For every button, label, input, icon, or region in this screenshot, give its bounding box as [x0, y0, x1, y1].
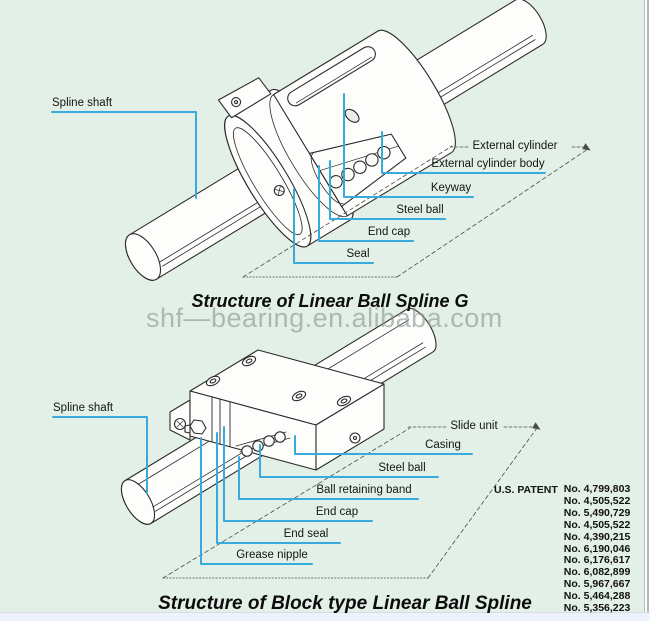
grease-nipple-shape — [184, 419, 207, 435]
wing-screw — [173, 417, 187, 431]
patent-number: No. 4,505,522 — [563, 494, 631, 507]
label-ball-retaining-band: Ball retaining band — [316, 484, 412, 496]
label-casing: Casing — [425, 439, 461, 451]
label-seal: Seal — [346, 248, 370, 260]
patent-number: No. 6,190,046 — [563, 542, 631, 555]
top-screw-holes — [205, 355, 352, 407]
leader-end-cap-top — [318, 165, 414, 242]
leader-steel-ball-bottom — [259, 444, 439, 478]
figure-title-spline-g: Structure of Linear Ball Spline G — [191, 291, 469, 311]
spline-g-figure — [124, 0, 547, 281]
label-grease-nipple: Grease nipple — [236, 549, 308, 561]
keyway-slot — [287, 46, 376, 107]
leader-keyway — [343, 93, 474, 198]
leader-steel-ball-top — [329, 160, 446, 220]
leader-spline-shaft-bottom — [52, 416, 148, 494]
watermark-text: shf—bearing.en.alibaba.com — [146, 303, 503, 333]
label-external-cylinder-body: External cylinder body — [431, 158, 545, 170]
leader-ball-retaining-band — [238, 456, 419, 500]
patent-number: No. 6,082,899 — [563, 566, 631, 579]
patent-number: No. 4,390,215 — [563, 530, 631, 543]
leader-external-cylinder-body — [381, 131, 546, 174]
cage-hole — [344, 108, 360, 123]
label-end-cap-top: End cap — [367, 226, 411, 238]
steel-balls-bottom — [241, 431, 286, 457]
figure-title-block-type: Structure of Block type Linear Ball Spli… — [158, 593, 532, 614]
leader-end-seal — [216, 432, 341, 544]
page-edge-shadow — [647, 0, 649, 613]
page-bottom-strip — [0, 612, 650, 621]
arrow-external-cylinder — [582, 143, 591, 151]
label-spline-shaft-bottom: Spline shaft — [53, 402, 114, 414]
flange-screw — [273, 184, 285, 197]
label-steel-ball-top: Steel ball — [396, 204, 444, 216]
label-steel-ball-bottom: Steel ball — [378, 462, 426, 474]
key-block — [217, 77, 272, 119]
label-keyway: Keyway — [430, 182, 472, 194]
patent-number: No. 5,967,667 — [563, 578, 631, 591]
patent-number: No. 5,464,288 — [563, 590, 631, 603]
leader-grease-nipple — [200, 437, 313, 565]
plane-top-diagram — [242, 145, 589, 278]
label-end-cap-bottom: End cap — [315, 506, 359, 518]
leader-end-cap-bottom — [223, 426, 373, 522]
patent-number: No. 4,505,522 — [563, 518, 631, 531]
patent-number: No. 5,490,729 — [563, 506, 631, 519]
patent-number: No. 4,799,803 — [563, 483, 631, 495]
label-external-cylinder: External cylinder — [472, 140, 558, 152]
patent-number: No. 6,176,617 — [563, 554, 631, 567]
patent-number: No. 5,356,223 — [563, 602, 631, 615]
label-slide-unit: Slide unit — [450, 420, 498, 432]
leader-seal — [293, 188, 374, 264]
leader-casing — [294, 435, 473, 455]
label-end-seal: End seal — [283, 528, 329, 540]
slide-unit-block — [169, 349, 385, 471]
leader-spline-shaft-top — [51, 111, 197, 199]
patent-heading: U.S. PATENT — [494, 484, 558, 496]
label-spline-shaft-top: Spline shaft — [52, 97, 113, 109]
arrow-slide-unit — [532, 422, 541, 430]
casing-hole — [349, 432, 361, 444]
